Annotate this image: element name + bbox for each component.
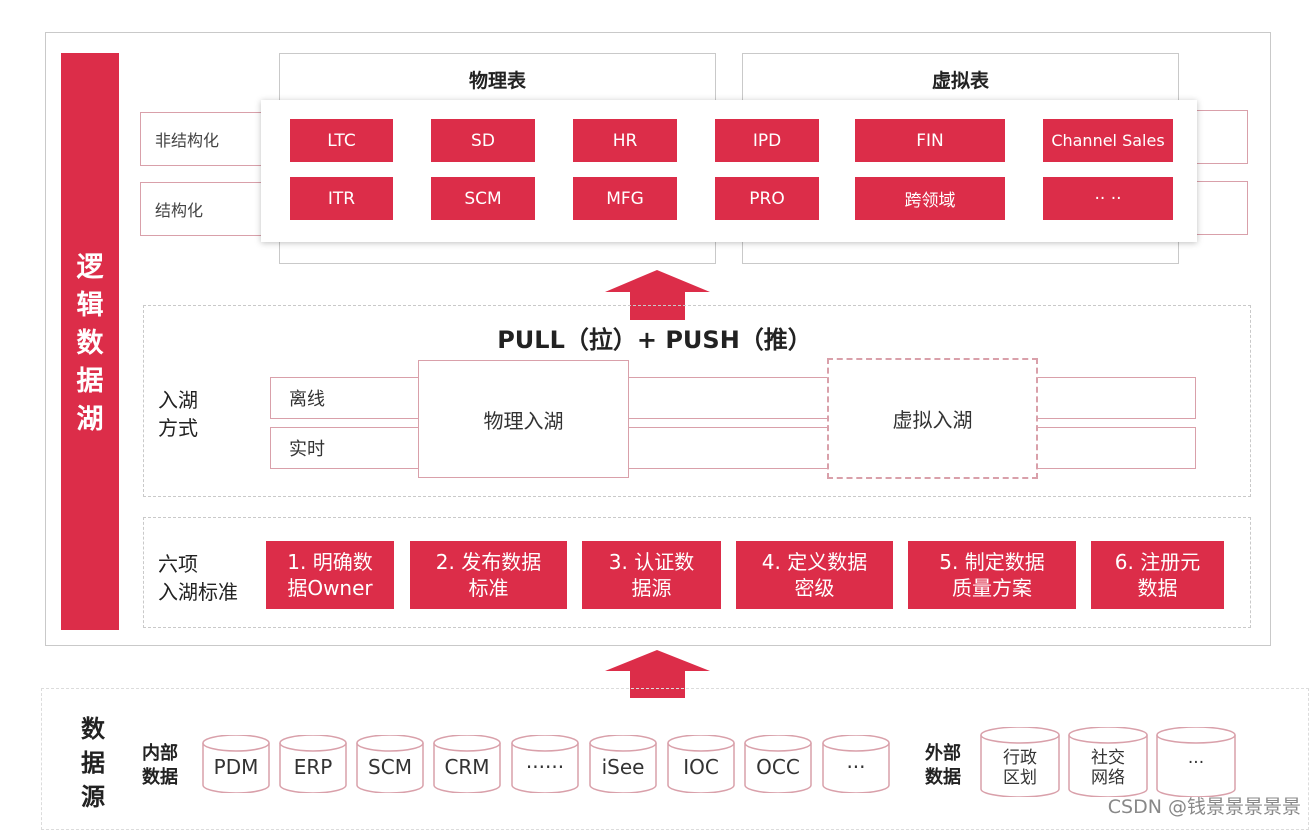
structured-label: 结构化 [140,182,265,236]
virtual-ingest-label: 虚拟入湖 [892,408,973,432]
source-name-line: 区划 [1003,768,1037,788]
ingest-method-label-line: 入湖 [158,388,198,412]
source-name-line: 社交 [1091,748,1125,768]
source-name: OCC [756,755,800,779]
title-char: 逻 [76,252,104,283]
standard-item: 6. 注册元数据 [1091,541,1224,609]
internal-data-label: 内部 数据 [142,742,178,790]
standard-line: 1. 明确数 [287,550,373,574]
logical-data-lake-frame [45,32,1271,646]
physical-ingest-box: 物理入湖 [418,360,629,478]
external-source-cylinder: ··· [1156,727,1236,797]
unstructured-row-tail [1192,110,1248,164]
source-title-char: 据 [81,749,105,777]
title-char: 据 [76,366,104,397]
standard-item: 3. 认证数据源 [582,541,721,609]
pull-push-title: PULL（拉）+ PUSH（推） [497,326,812,354]
up-arrow-icon [605,650,710,702]
standard-line: 2. 发布数据 [435,550,542,574]
external-source-cylinder: 行政区划 [980,727,1060,797]
title-char: 辑 [76,290,104,321]
internal-source-cylinder: CRM [433,735,501,793]
logical-data-lake-title: 逻 辑 数 据 湖 [61,53,119,630]
external-label-line: 数据 [925,767,961,788]
domain-chip: MFG [573,177,677,220]
standard-line: 4. 定义数据 [761,550,868,574]
virtual-table-title: 虚拟表 [931,70,989,92]
ingest-method-label-line: 方式 [158,416,198,440]
data-source-title: 数 据 源 [76,712,110,814]
domain-chip: HR [573,119,677,162]
physical-table-title: 物理表 [468,70,526,92]
title-char: 数 [76,328,104,359]
internal-source-cylinder: SCM [356,735,424,793]
offline-label: 离线 [289,389,325,410]
title-char: 湖 [76,404,104,435]
internal-source-cylinder: ERP [279,735,347,793]
internal-source-cylinder: ······ [511,735,579,793]
realtime-label: 实时 [289,439,325,460]
ingest-standards-section [143,517,1251,628]
standard-line: 质量方案 [951,576,1032,600]
standard-line: 5. 制定数据 [939,550,1045,574]
structured-row-tail [1192,181,1248,235]
domain-chip: Channel Sales [1043,119,1173,162]
standard-item: 1. 明确数据Owner [266,541,394,609]
up-arrow-icon [605,270,710,324]
standards-label-line: 六项 [158,552,198,576]
internal-source-cylinder: ··· [822,735,890,793]
domain-chip: FIN [855,119,1005,162]
standard-line: 据源 [631,576,672,600]
source-name: ··· [846,755,866,779]
internal-source-cylinder: PDM [202,735,270,793]
source-title-char: 数 [81,715,105,743]
source-name-line: ··· [1187,753,1205,773]
standard-line: 数据 [1137,576,1178,600]
domain-chip: ITR [290,177,393,220]
internal-source-cylinder: iSee [589,735,657,793]
standard-item: 2. 发布数据标准 [410,541,567,609]
standard-line: 据Owner [287,576,373,600]
ingest-method-section [143,305,1251,497]
standard-line: 3. 认证数 [608,550,695,574]
source-name: ERP [293,755,333,779]
standard-line: 标准 [468,576,509,600]
physical-ingest-label: 物理入湖 [483,408,564,433]
internal-label-line: 数据 [142,767,178,788]
realtime-lane: 实时 [270,427,1196,469]
source-name: SCM [368,755,412,779]
virtual-ingest-box: 虚拟入湖 [827,358,1038,479]
source-name-line: 网络 [1091,768,1125,788]
standards-label-line: 入湖标准 [158,580,238,604]
standard-item: 4. 定义数据密级 [736,541,893,609]
source-name: IOC [683,755,719,779]
standard-line: 6. 注册元 [1114,550,1201,574]
offline-lane: 离线 [270,377,1196,419]
source-name: iSee [601,755,645,779]
ingest-method-label: 入湖 方式 [158,386,198,442]
standard-line: 密级 [794,576,835,600]
source-name: CRM [444,755,490,779]
standards-label: 六项 入湖标准 [158,550,238,606]
domain-chip: SD [431,119,535,162]
unstructured-label: 非结构化 [140,112,265,166]
domain-chip: IPD [715,119,819,162]
source-name: PDM [213,755,259,779]
domain-chip: 跨领域 [855,177,1005,220]
external-data-label: 外部 数据 [925,742,961,790]
domain-chip: PRO [715,177,819,220]
source-name: ······ [525,755,565,779]
external-source-cylinder: 社交网络 [1068,727,1148,797]
external-label-line: 外部 [925,743,961,764]
internal-label-line: 内部 [142,743,178,764]
domain-chip: SCM [431,177,535,220]
watermark: CSDN @钱景景景景景 [1107,796,1301,818]
internal-source-cylinder: OCC [744,735,812,793]
domain-chip: LTC [290,119,393,162]
standard-item: 5. 制定数据质量方案 [908,541,1076,609]
source-title-char: 源 [81,783,105,811]
internal-source-cylinder: IOC [667,735,735,793]
domain-chip: ·· ·· [1043,177,1173,220]
source-name-line: 行政 [1003,748,1037,768]
